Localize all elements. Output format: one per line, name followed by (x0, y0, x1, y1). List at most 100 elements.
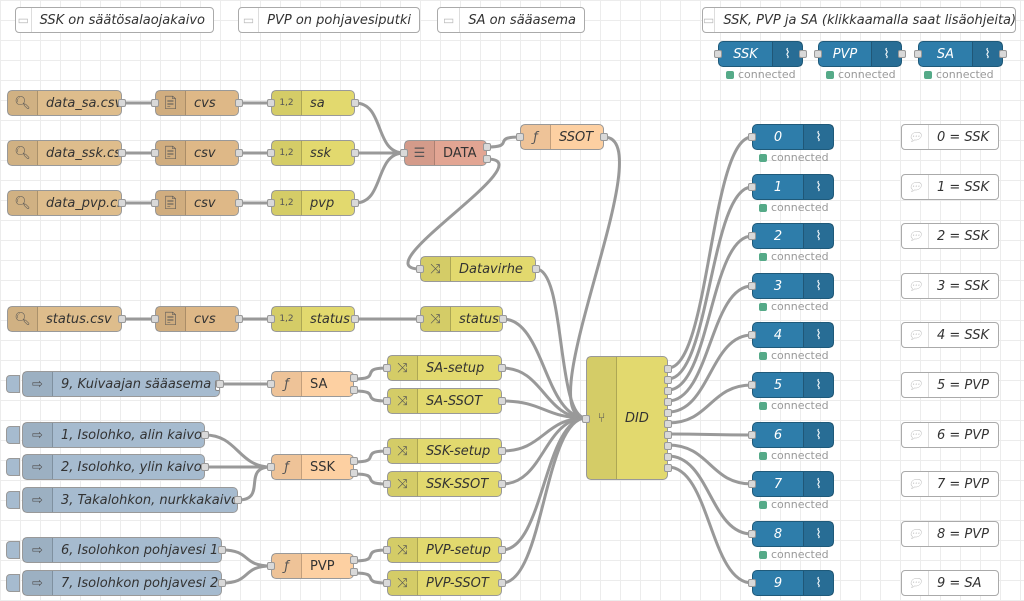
output-port[interactable] (235, 315, 243, 323)
file-in-node-data-sa[interactable]: 🔍︎ data_sa.csv (7, 90, 126, 116)
change-node-ssk-ssot[interactable]: ⤨ SSK-SSOT (383, 471, 506, 497)
output-port[interactable] (234, 496, 242, 504)
input-port[interactable] (383, 579, 391, 587)
switch-node-did[interactable]: ⑂ DID (582, 356, 672, 480)
output-port[interactable] (235, 149, 243, 157)
change-node-pvp-setup[interactable]: ⤨ PVP-setup (383, 537, 506, 563)
inject-button[interactable] (6, 426, 20, 444)
change-node-sa-ssot[interactable]: ⤨ SA-SSOT (383, 388, 506, 414)
comment-output-8[interactable]: 💬︎8 = PVP (901, 521, 999, 547)
input-port[interactable] (267, 380, 275, 388)
change-node-pvp-ssot[interactable]: ⤨ PVP-SSOT (383, 570, 506, 596)
template-node-pvp[interactable]: 1,2 pvp (267, 190, 359, 216)
mqtt-out-node-2[interactable]: ⌇2 (748, 223, 834, 249)
output-port[interactable] (118, 199, 126, 207)
wire[interactable] (502, 317, 587, 420)
comment-output-7[interactable]: 💬︎7 = PVP (901, 471, 999, 497)
input-port[interactable] (748, 232, 756, 240)
input-port[interactable] (914, 50, 922, 58)
wire[interactable] (353, 449, 388, 464)
input-port[interactable] (151, 149, 159, 157)
inject-button[interactable] (6, 491, 20, 509)
comment-output-3[interactable]: 💬︎3 = SSK (901, 273, 999, 299)
comment-help[interactable]: ▭ SSK, PVP ja SA (klikkaamalla saat lisä… (702, 7, 1016, 33)
change-node-datavirhe[interactable]: ⤨ Datavirhe (416, 256, 540, 282)
wire[interactable] (353, 548, 388, 563)
output-port[interactable] (351, 199, 359, 207)
mqtt-node-pvp[interactable]: ⌇ PVP (814, 41, 906, 67)
wire[interactable] (221, 564, 272, 585)
input-port[interactable] (400, 149, 408, 157)
mqtt-out-node-0[interactable]: ⌇0 (748, 124, 834, 150)
output-port-4[interactable] (664, 409, 672, 417)
mqtt-out-node-9[interactable]: ⌇9 (748, 570, 834, 596)
input-port[interactable] (267, 562, 275, 570)
output-port-9[interactable] (664, 464, 672, 472)
mqtt-out-node-1[interactable]: ⌇1 (748, 174, 834, 200)
wire[interactable] (535, 267, 587, 420)
wire[interactable] (667, 234, 753, 392)
input-port[interactable] (748, 381, 756, 389)
function-node-pvp[interactable]: ƒ PVP (267, 553, 358, 579)
output-port[interactable] (218, 579, 226, 587)
input-port[interactable] (748, 331, 756, 339)
output-port-2[interactable] (664, 387, 672, 395)
mqtt-out-node-8[interactable]: ⌇8 (748, 521, 834, 547)
output-port[interactable] (351, 149, 359, 157)
wire[interactable] (354, 101, 405, 155)
wire[interactable] (501, 399, 587, 420)
input-port[interactable] (151, 315, 159, 323)
wire[interactable] (501, 416, 587, 552)
comment-output-2[interactable]: 💬︎2 = SSK (901, 223, 999, 249)
wire[interactable] (354, 151, 405, 205)
comment-output-6[interactable]: 💬︎6 = PVP (901, 422, 999, 448)
input-port[interactable] (383, 397, 391, 405)
input-port[interactable] (748, 133, 756, 141)
input-port[interactable] (267, 199, 275, 207)
wire[interactable] (501, 416, 587, 486)
wire[interactable] (204, 433, 272, 469)
inject-node-7[interactable]: ⇨ 7, Isolohkon pohjavesi 2 1 (6, 570, 226, 596)
input-port[interactable] (383, 364, 391, 372)
output-port[interactable] (799, 50, 807, 58)
output-port-7[interactable] (664, 442, 672, 450)
comment-output-5[interactable]: 💬︎5 = PVP (901, 372, 999, 398)
output-port[interactable] (498, 397, 506, 405)
output-port[interactable] (118, 99, 126, 107)
wire[interactable] (353, 571, 388, 585)
input-port[interactable] (748, 431, 756, 439)
input-port[interactable] (383, 546, 391, 554)
output-port[interactable] (498, 480, 506, 488)
inject-node-9[interactable]: ⇨ 9, Kuivaajan sääasema 1 (6, 371, 224, 397)
output-port[interactable] (218, 546, 226, 554)
output-port[interactable] (898, 50, 906, 58)
comment-pvp-definition[interactable]: ▭ PVP on pohjavesiputki (238, 7, 420, 33)
input-port[interactable] (267, 315, 275, 323)
input-port[interactable] (748, 480, 756, 488)
output-port-1[interactable] (350, 556, 358, 564)
wire[interactable] (667, 443, 753, 486)
output-port-6[interactable] (664, 431, 672, 439)
mqtt-out-node-4[interactable]: ⌇4 (748, 322, 834, 348)
output-port[interactable] (600, 133, 608, 141)
csv-node-sa[interactable]: 📄︎ cvs (151, 90, 243, 116)
input-port[interactable] (267, 463, 275, 471)
mqtt-out-node-5[interactable]: ⌇5 (748, 372, 834, 398)
mqtt-out-node-3[interactable]: ⌇3 (748, 273, 834, 299)
output-port[interactable] (216, 380, 224, 388)
input-port[interactable] (748, 282, 756, 290)
output-port-2[interactable] (483, 155, 491, 163)
inject-button[interactable] (6, 375, 20, 393)
output-port[interactable] (118, 315, 126, 323)
wire[interactable] (221, 548, 272, 568)
input-port[interactable] (814, 50, 822, 58)
output-port[interactable] (235, 199, 243, 207)
wire[interactable] (501, 416, 587, 585)
output-port-1[interactable] (483, 143, 491, 151)
function-node-ssk[interactable]: ƒ SSK (267, 454, 358, 480)
output-port[interactable] (498, 364, 506, 372)
mqtt-node-ssk[interactable]: ⌇ SSK (714, 41, 807, 67)
output-port-5[interactable] (664, 420, 672, 428)
comment-sa-definition[interactable]: ▭ SA on sääasema (437, 7, 585, 33)
comment-output-0[interactable]: 💬︎0 = SSK (901, 124, 999, 150)
